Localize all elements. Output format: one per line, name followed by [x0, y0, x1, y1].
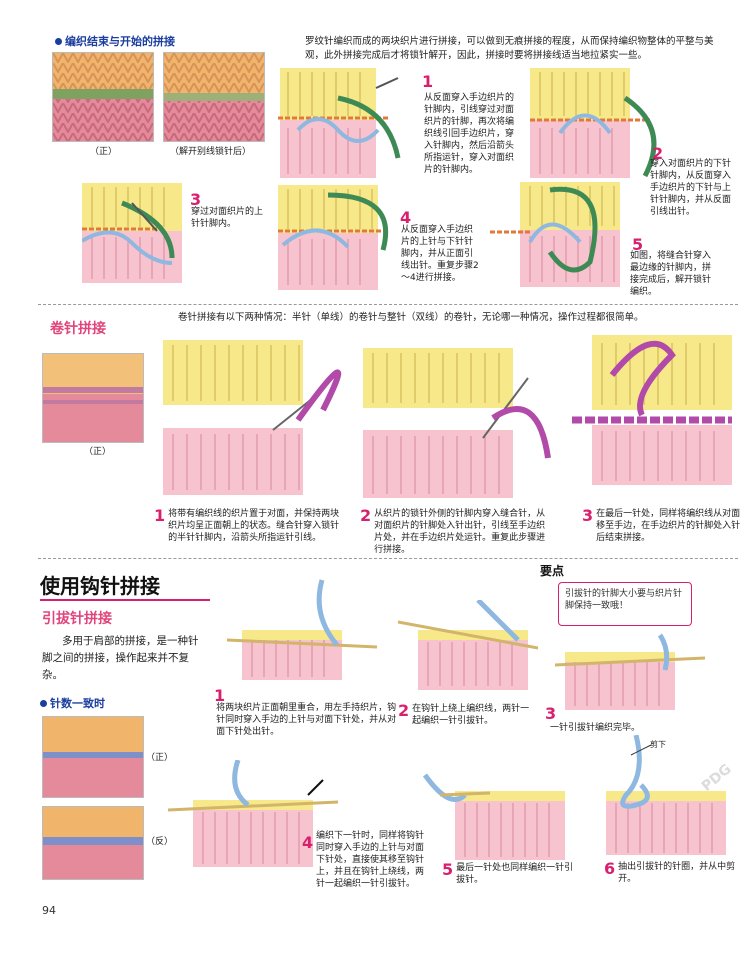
photo-caption-unpicked: （解开别线锁针后）: [170, 147, 252, 157]
section3-subheading: 引拔针拼接: [42, 611, 112, 627]
section2-step-2: 2 从织片的锁针外侧的针脚内穿入缝合针，从对面织片的针脚处入针出针，引线至手边织…: [360, 506, 546, 556]
section3-step-2: 2 在钩针上绕上编织线，两针一起编织一针引拔针。: [398, 701, 530, 727]
whip-photo-caption: （正）: [84, 447, 112, 457]
whip-diagram-3: [572, 335, 732, 485]
whip-stitch-photo: [42, 353, 144, 443]
slip-stitch-photo-front: [42, 716, 144, 798]
section1-step-2-text: 穿入对面织片的下针针脚内，从反面穿入手边织片的下针与上针针脚内，并从反面引线出针…: [650, 159, 732, 217]
slip-stitch-photo-back: [42, 806, 144, 880]
bullet-dot: [55, 38, 62, 45]
section2-step-1: 1 将带有编织线的织片置于对面，并保持两块织片均呈正面朝上的状态。缝合针穿入锁针…: [154, 506, 340, 544]
section3-step-1: 1 将两块织片正面朝里重合，用左手持织片，钩针同时穿入手边的上针与对面下针处，并…: [214, 686, 397, 738]
crochet-diagram-6: [596, 735, 731, 860]
section2-intro: 卷针拼接有以下两种情况：半针（单线）的卷针与整针（双线）的卷针，无论哪一种情况，…: [178, 312, 644, 323]
section1-intro: 罗纹针编织而成的两块织片进行拼接，可以做到无痕拼接的程度，从而保持编织物整体的平…: [305, 36, 714, 61]
section1-step-3-text: 穿过对面织片的上针针脚内。: [191, 207, 264, 229]
section1-step-4-num: 4: [400, 208, 412, 227]
section3-intro: 多用于肩部的拼接，是一种针脚之间的拼接，操作起来并不复杂。: [42, 635, 199, 681]
section3-step-3-text: 一针引拔针编织完毕。: [550, 723, 641, 733]
tip-text: 引拔针的针脚大小要与织片针脚保持一致哦！: [565, 589, 683, 611]
section3-title-underline: [40, 599, 210, 601]
section1-heading: 编织结束与开始的拼接: [55, 33, 175, 49]
section2-step-3: 3 在最后一针处，同样将编织线从对面移至手边，在手边织片的针脚处入针后结束拼接。: [582, 506, 741, 544]
section1-step-4-text: 从反面穿入手边织片的上针与下针针脚内，并从正面引线出针。重复步骤2～4进行拼接。: [401, 225, 479, 283]
grafting-diagram-4: [278, 185, 398, 290]
section1-step-2-num: 2: [652, 144, 664, 163]
section3-step-6: 6 抽出引拔针的针圈，并从中剪开。: [604, 859, 736, 885]
bullet-dot: [40, 700, 47, 707]
tip-label: 要点: [540, 564, 565, 578]
slip-caption-back: （反）: [146, 837, 174, 847]
section1-step-5-text: 如图，将缝合针穿入最边缘的针脚内，拼接完成后，解开锁针编织。: [630, 251, 712, 297]
whip-diagram-1: [163, 340, 353, 495]
cut-label: 剪下: [650, 740, 666, 749]
crochet-diagram-1: [222, 575, 382, 685]
slip-caption-front: （正）: [146, 753, 174, 763]
section1-step-5-num: 5: [632, 235, 644, 254]
crochet-diagram-2: [398, 600, 538, 695]
grafting-diagram-2: [530, 68, 665, 178]
crochet-diagram-3: [555, 630, 705, 715]
crochet-diagram-4: [168, 760, 343, 870]
page-number: 94: [42, 904, 56, 917]
whip-diagram-2: [363, 348, 553, 498]
section3-step-4-num: 4: [302, 833, 314, 852]
section1-step-3-num: 3: [190, 190, 202, 209]
divider-1: [38, 304, 738, 305]
section3-step-4-text: 编织下一针时，同样将钩针同时穿入手边的上针与对面下针处，直接使其移至钩针上，并且…: [316, 831, 425, 889]
section1-step-1: 1: [422, 72, 434, 91]
grafting-diagram-1: [278, 68, 408, 178]
section2-heading: 卷针拼接: [50, 321, 106, 337]
section3-step-5: 5 最后一针处也同样编织一针引拔针。: [442, 860, 574, 886]
grafting-diagram-3: [82, 183, 188, 283]
divider-2: [38, 558, 738, 559]
section3-bullet: 针数一致时: [40, 695, 105, 711]
section3-title: 使用钩针拼接: [40, 574, 160, 598]
crochet-diagram-5: [420, 765, 570, 865]
knit-photo-unpicked: [163, 52, 265, 142]
grafting-diagram-5: [490, 182, 630, 287]
section3-step-3: 3: [545, 704, 557, 723]
section1-step-1-text: 从反面穿入手边织片的针脚内，引线穿过对面织片的针脚，再次将编织线引回手边织片，穿…: [424, 93, 515, 175]
knit-photo-front: [52, 52, 154, 142]
photo-caption-front: （正）: [90, 147, 118, 157]
tip-box: 引拔针的针脚大小要与织片针脚保持一致哦！: [558, 582, 692, 626]
